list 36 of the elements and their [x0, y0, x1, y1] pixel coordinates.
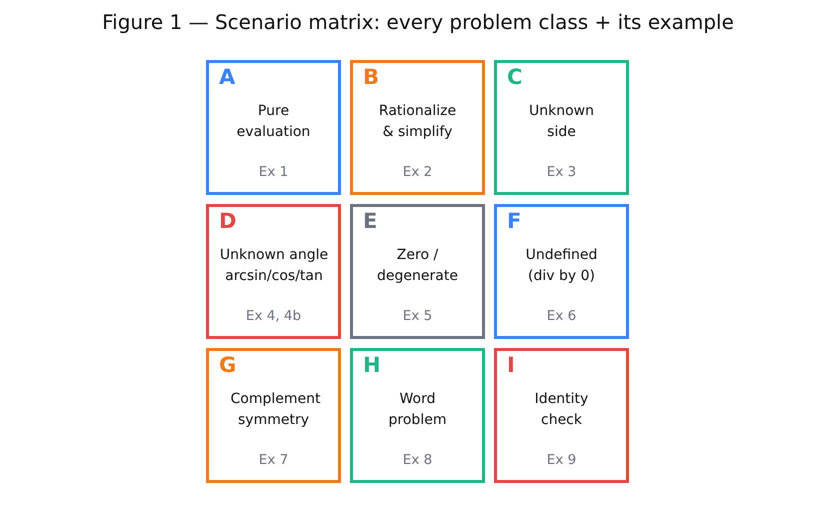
class-name: Pure evaluation — [236, 102, 312, 142]
scenario-card — [206, 60, 341, 195]
example-reference: Ex 5 — [402, 307, 432, 325]
class-letter: F — [507, 208, 522, 235]
example-reference: Ex 1 — [258, 163, 288, 181]
scenario-card — [206, 348, 341, 483]
class-letter: A — [219, 64, 236, 91]
class-name: Unknown side — [528, 102, 595, 142]
class-letter: I — [507, 352, 515, 379]
scenario-card — [350, 348, 485, 483]
class-name: Identity check — [534, 390, 590, 430]
example-reference: Ex 6 — [546, 307, 576, 325]
example-reference: Ex 9 — [546, 451, 576, 469]
class-letter: D — [219, 208, 236, 235]
scenario-card — [494, 60, 629, 195]
scenario-card — [206, 204, 341, 339]
example-reference: Ex 4, 4b — [246, 307, 302, 325]
example-reference: Ex 8 — [402, 451, 432, 469]
scenario-card — [494, 348, 629, 483]
scenario-card — [494, 204, 629, 339]
class-letter: B — [363, 64, 380, 91]
class-name: Rationalize & simplify — [378, 102, 458, 142]
scenario-card — [350, 204, 485, 339]
example-reference: Ex 7 — [258, 451, 288, 469]
class-name: Word problem — [388, 390, 448, 430]
class-letter: C — [507, 64, 522, 91]
class-letter: H — [363, 352, 381, 379]
class-name: Zero / degenerate — [376, 246, 459, 286]
class-name: Unknown angle arcsin/cos/tan — [218, 246, 330, 286]
class-name: Undefined (div by 0) — [524, 246, 598, 286]
class-letter: E — [363, 208, 378, 235]
example-reference: Ex 2 — [402, 163, 432, 181]
class-letter: G — [219, 352, 236, 379]
example-reference: Ex 3 — [546, 163, 576, 181]
figure-title: Figure 1 — Scenario matrix: every problem class + its example — [101, 10, 735, 34]
scenario-card — [350, 60, 485, 195]
